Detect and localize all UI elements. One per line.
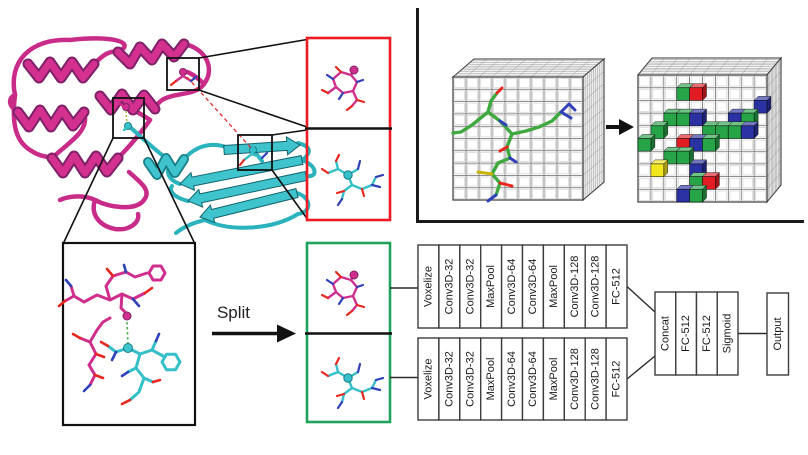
block-label-conv3d-32: Conv3D-32 — [443, 259, 455, 315]
voxel-green — [702, 138, 716, 152]
output-block-group: Output — [766, 292, 790, 376]
block-rect-fc-512 — [605, 337, 628, 421]
voxel-input-cube — [451, 57, 606, 202]
block-rect-fc-512 — [605, 244, 628, 329]
magenta-split-fragment — [320, 269, 366, 317]
block-label-output: Output — [772, 317, 784, 350]
split-arrow — [212, 324, 296, 343]
voxel-green — [637, 138, 652, 152]
split-label: Split — [217, 303, 250, 322]
block-label-voxelize: Voxelize — [422, 359, 434, 400]
network-wires — [390, 285, 767, 380]
interface-hbond-dashed-line — [125, 110, 128, 124]
block-rect-sigmoid — [716, 291, 739, 376]
zoom-box-interface — [112, 97, 145, 139]
voxel-green — [676, 87, 691, 101]
block-label-maxpool: MaxPool — [548, 265, 560, 308]
block-label-fc-512: FC-512 — [701, 315, 713, 352]
block-label-conv3d-32: Conv3D-32 — [464, 259, 476, 315]
block-label-conv3d-64: Conv3D-64 — [506, 351, 518, 407]
block-label-sigmoid: Sigmoid — [722, 314, 734, 354]
block-label-conv3d-128: Conv3D-128 — [590, 348, 602, 410]
block-label-conv3d-64: Conv3D-64 — [506, 259, 518, 315]
block-label-maxpool: MaxPool — [485, 265, 497, 308]
quadrant-axis — [416, 8, 804, 223]
interface-detail-box — [61, 241, 197, 427]
voxel-green — [689, 188, 703, 203]
voxelization-arrow — [606, 119, 634, 135]
block-rect-output — [766, 292, 790, 376]
cnn-branch-row-1: Voxelize Conv3D-32 Conv3D-32 MaxPool Conv3D-… — [417, 244, 628, 329]
voxel-blue — [689, 112, 703, 127]
cnn-branch-row-2: Voxelize Conv3D-32 Conv3D-32 MaxPool Conv3D-… — [417, 337, 628, 421]
zoom-box-magenta-residue — [166, 57, 200, 91]
magenta-residue-fragment — [320, 64, 366, 112]
block-label-conv3d-64: Conv3D-64 — [527, 351, 539, 407]
input-molecule-sticks — [451, 86, 577, 203]
block-label-conv3d-128: Conv3D-128 — [569, 256, 581, 318]
voxel-output-cube — [636, 56, 783, 204]
cyan-residue-fragment — [320, 153, 385, 207]
block-label-conv3d-32: Conv3D-32 — [443, 351, 455, 407]
voxel-yellow — [650, 163, 665, 177]
residue-distance-dashed-line — [186, 76, 252, 149]
cnn-head-blocks: Concat FC-512 FC-512 Sigmoid — [654, 291, 739, 376]
zoom-connector-lines — [62, 38, 308, 244]
block-label-conv3d-128: Conv3D-128 — [590, 256, 602, 318]
voxel-red — [689, 87, 703, 101]
block-label-voxelize: Voxelize — [422, 266, 434, 307]
block-label-maxpool: MaxPool — [485, 358, 497, 401]
block-label-conv3d-64: Conv3D-64 — [527, 259, 539, 315]
magenta-protein-ribbon — [7, 36, 212, 232]
voxel-green — [727, 125, 742, 139]
block-label-maxpool: MaxPool — [548, 358, 560, 401]
cyan-protein-ribbon — [122, 122, 317, 235]
voxel-blue — [740, 125, 755, 139]
voxel-blue — [676, 188, 691, 203]
interface-detail-molecules — [57, 263, 182, 406]
block-label-fc-512: FC-512 — [680, 315, 692, 352]
block-label-conv3d-128: Conv3D-128 — [569, 348, 581, 410]
voxel-green — [676, 150, 691, 165]
zoom-box-cyan-residue — [237, 134, 273, 171]
voxel-green — [676, 112, 691, 127]
cyan-split-fragment — [320, 356, 385, 410]
block-label-fc-512: FC-512 — [611, 361, 623, 398]
block-label-conv3d-32: Conv3D-32 — [464, 351, 476, 407]
block-label-fc-512: FC-512 — [611, 268, 623, 305]
block-label-concat: Concat — [659, 316, 671, 351]
